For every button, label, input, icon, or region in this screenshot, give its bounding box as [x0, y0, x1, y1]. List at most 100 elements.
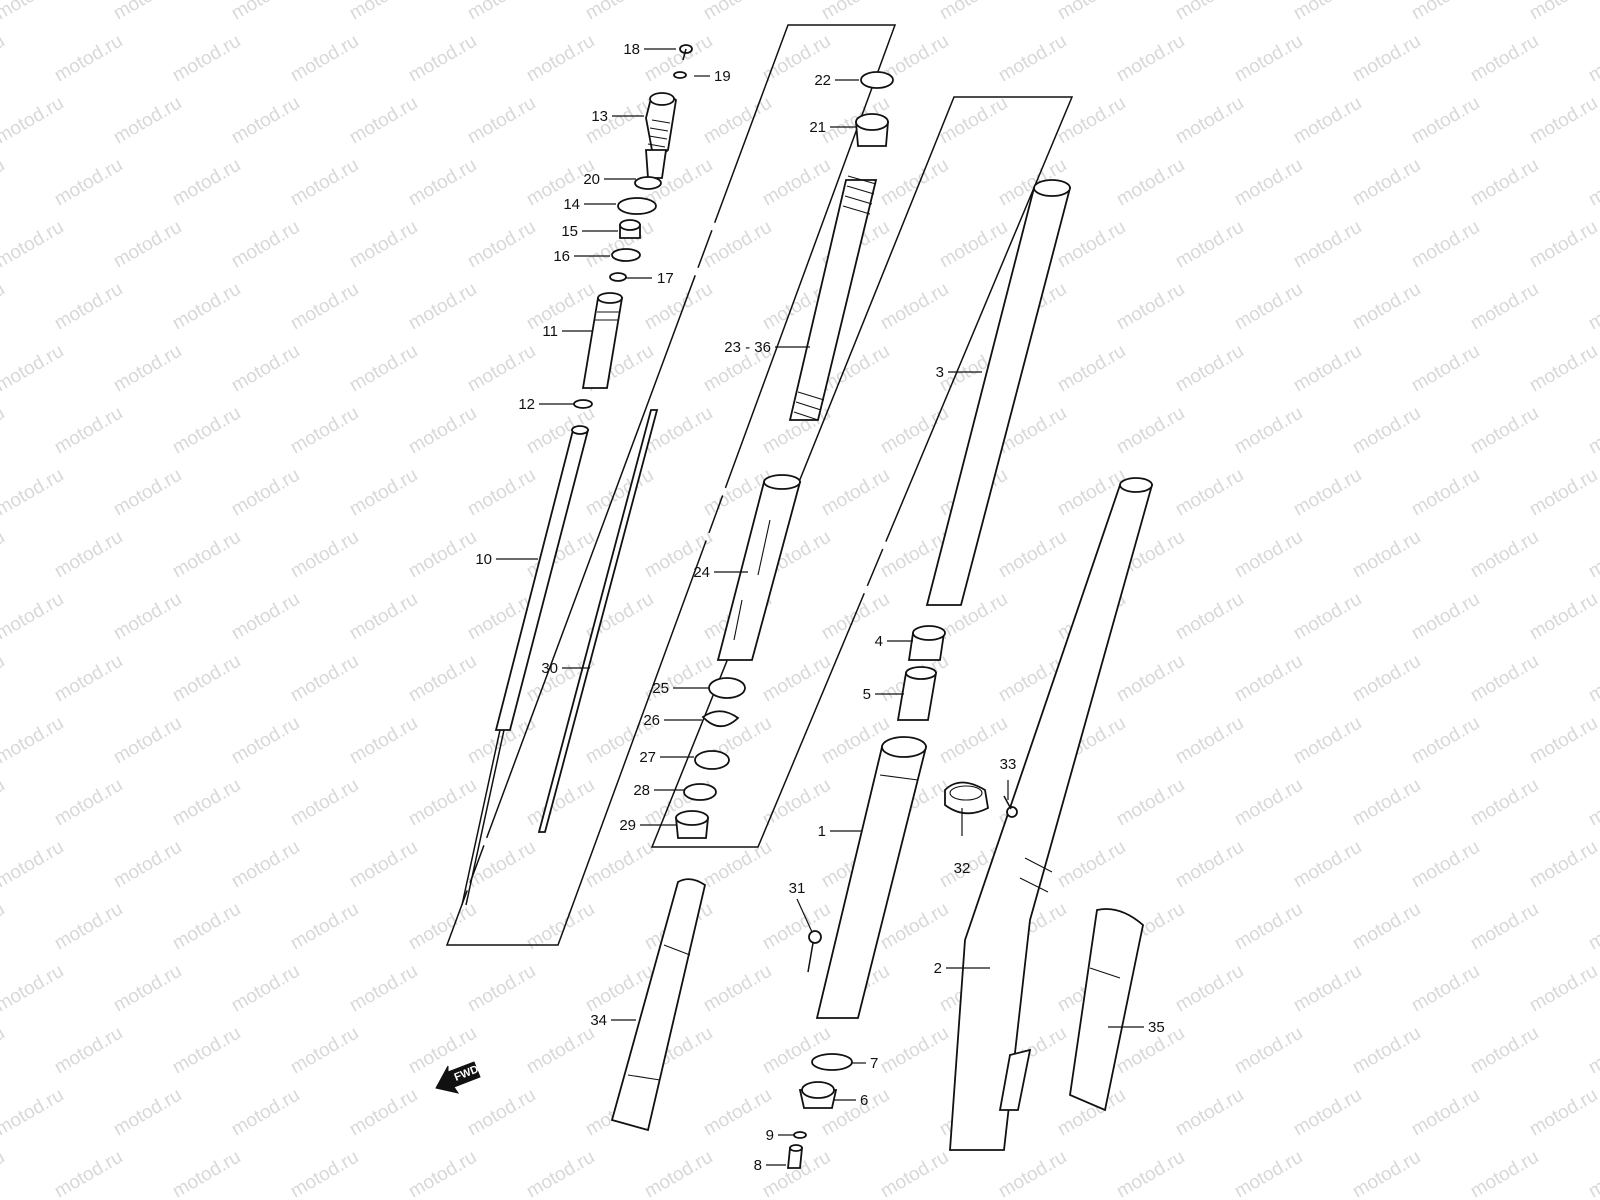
watermark-text: motod.ru — [1349, 1147, 1424, 1200]
part-6-bolt[interactable] — [798, 1081, 838, 1109]
watermark-text: motod.ru — [1231, 1023, 1306, 1079]
watermark-text: motod.ru — [995, 31, 1070, 87]
watermark-text: motod.ru — [464, 1085, 539, 1141]
callout-1: 1 — [818, 823, 826, 840]
watermark-text: motod.ru — [0, 775, 8, 831]
watermark-text: motod.ru — [1172, 713, 1247, 769]
watermark-text: motod.ru — [1585, 31, 1600, 87]
part-11-spacer[interactable] — [581, 292, 624, 389]
watermark-text: motod.ru — [110, 217, 185, 273]
watermark-text: motod.ru — [1290, 0, 1365, 24]
watermark-text: motod.ru — [346, 341, 421, 397]
part-19-washer[interactable] — [673, 71, 687, 79]
part-26-clip[interactable] — [701, 710, 740, 728]
watermark-text: motod.ru — [51, 279, 126, 335]
part-10-damper-rod[interactable] — [461, 425, 590, 906]
fwd-direction-badge: FWD — [435, 1061, 481, 1094]
watermark-text: motod.ru — [0, 217, 67, 273]
callout-24: 24 — [693, 564, 710, 581]
part-4-guide[interactable] — [907, 625, 946, 661]
callout-29: 29 — [619, 817, 636, 834]
watermark-text: motod.ru — [51, 899, 126, 955]
part-18-bolt[interactable] — [679, 44, 693, 61]
part-22-stopper-ring[interactable] — [860, 71, 894, 89]
part-23-36-spring[interactable] — [788, 175, 878, 421]
watermark-text: motod.ru — [287, 651, 362, 707]
watermark-text: motod.ru — [1585, 527, 1600, 583]
callout-31: 31 — [789, 880, 806, 897]
watermark-text: motod.ru — [1467, 279, 1542, 335]
watermark-text: motod.ru — [169, 651, 244, 707]
watermark-text: motod.ru — [1467, 1147, 1542, 1200]
watermark-text: motod.ru — [1054, 217, 1129, 273]
watermark-text: motod.ru — [1349, 403, 1424, 459]
watermark-text: motod.ru — [877, 1147, 952, 1200]
callout-35: 35 — [1148, 1019, 1165, 1036]
part-2-fork-leg[interactable] — [949, 477, 1154, 1151]
watermark-text: motod.ru — [287, 1147, 362, 1200]
watermark-text: motod.ru — [1172, 1085, 1247, 1141]
part-1-inner-tube[interactable] — [815, 736, 928, 1019]
watermark-text: motod.ru — [110, 465, 185, 521]
part-27-washer[interactable] — [694, 750, 730, 770]
watermark-text: motod.ru — [1408, 713, 1483, 769]
part-7-gasket[interactable] — [811, 1053, 853, 1071]
watermark-text: motod.ru — [464, 93, 539, 149]
watermark-text: motod.ru — [1349, 527, 1424, 583]
watermark-text: motod.ru — [110, 713, 185, 769]
watermark-text: motod.ru — [110, 837, 185, 893]
watermark-text: motod.ru — [405, 279, 480, 335]
part-21-cap[interactable] — [855, 113, 889, 147]
watermark-text: motod.ru — [700, 837, 775, 893]
watermark-text: motod.ru — [1231, 527, 1306, 583]
part-20-o-ring[interactable] — [634, 176, 662, 190]
part-35-fork-guard[interactable] — [1069, 908, 1144, 1112]
part-31-bolt[interactable] — [807, 930, 822, 973]
watermark-text: motod.ru — [1408, 0, 1483, 24]
watermark-text: motod.ru — [1467, 1023, 1542, 1079]
watermark-text: motod.ru — [0, 279, 8, 335]
watermark-text: motod.ru — [700, 1085, 775, 1141]
watermark-text: motod.ru — [169, 775, 244, 831]
watermark-text: motod.ru — [1290, 713, 1365, 769]
watermark-text: motod.ru — [110, 93, 185, 149]
right-assembly-frame — [650, 96, 1074, 848]
callout-2: 2 — [934, 960, 942, 977]
part-3-outer-tube[interactable] — [925, 179, 1072, 606]
watermark-text: motod.ru — [1467, 775, 1542, 831]
part-13-damper-adjuster[interactable] — [645, 92, 677, 179]
watermark-text: motod.ru — [1526, 961, 1600, 1017]
watermark-text: motod.ru — [405, 155, 480, 211]
part-28-seal[interactable] — [683, 783, 717, 801]
callout-9: 9 — [766, 1127, 774, 1144]
watermark-text: motod.ru — [287, 155, 362, 211]
part-17-washer[interactable] — [609, 272, 627, 282]
part-34-fork-guard[interactable] — [610, 878, 707, 1132]
watermark-text: motod.ru — [1172, 217, 1247, 273]
part-12-washer[interactable] — [573, 399, 593, 409]
part-15-collar[interactable] — [619, 219, 641, 239]
part-32-clamp[interactable] — [944, 781, 989, 815]
watermark-text: motod.ru — [287, 31, 362, 87]
part-33-bolt[interactable] — [1003, 795, 1018, 818]
watermark-text: motod.ru — [1408, 837, 1483, 893]
watermark-text: motod.ru — [1408, 217, 1483, 273]
part-25-bushing[interactable] — [708, 677, 746, 699]
watermark-text: motod.ru — [1231, 651, 1306, 707]
part-9-washer[interactable] — [793, 1131, 807, 1139]
part-30-rod[interactable] — [537, 409, 659, 833]
watermark-text: motod.ru — [759, 155, 834, 211]
part-5-guide[interactable] — [896, 666, 938, 721]
part-24-spacer-tube[interactable] — [716, 474, 802, 661]
callout-17: 17 — [657, 270, 674, 287]
watermark-text: motod.ru — [51, 403, 126, 459]
watermark-text: motod.ru — [0, 0, 67, 24]
part-8-valve[interactable] — [787, 1144, 803, 1169]
watermark-text: motod.ru — [1172, 465, 1247, 521]
part-29-bushing[interactable] — [675, 810, 709, 839]
callout-8: 8 — [754, 1157, 762, 1174]
part-14-seal[interactable] — [617, 197, 657, 215]
watermark-text: motod.ru — [877, 899, 952, 955]
part-16-washer[interactable] — [611, 248, 641, 262]
